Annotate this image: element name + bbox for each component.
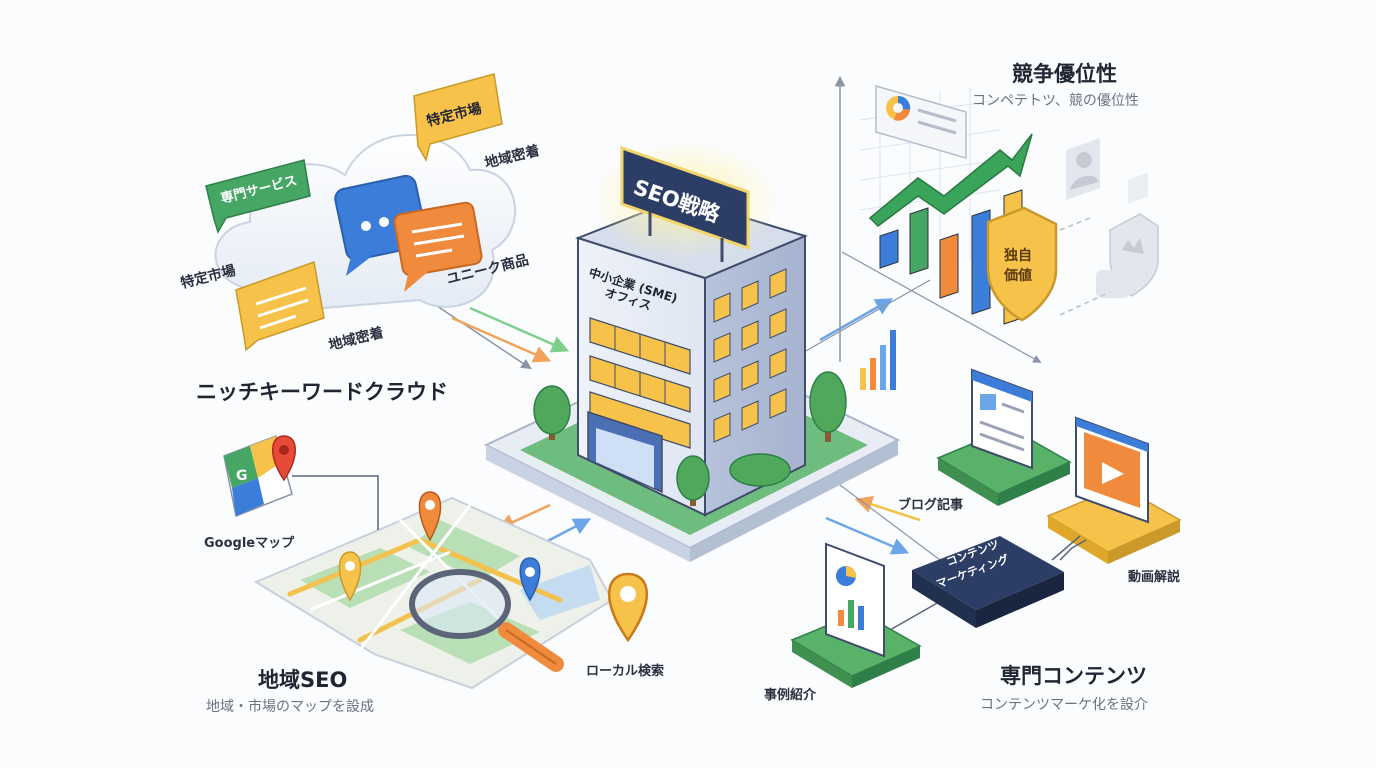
magnifier-icon: [409, 569, 564, 672]
tag-bubble-orange: [393, 201, 483, 292]
google-maps-label: Googleマップ: [204, 536, 295, 551]
connection-arrows: [427, 217, 1111, 561]
video-icon: [1075, 416, 1149, 524]
local-seo-map: G: [223, 435, 648, 690]
competitive-title: 競争優位性: [1012, 62, 1117, 86]
blog-article-icon: [971, 368, 1033, 470]
keyword-cloud: 専門サービス 特定市場 地域密着 特定市場 ユニーク: [179, 73, 541, 354]
content-marketing-hub: コンテンツ マーケティング: [912, 536, 1064, 628]
google-maps-icon: G: [223, 435, 296, 518]
tag-text-4: 特定市場: [179, 262, 237, 292]
trees: [533, 371, 847, 506]
local-seo-subtitle: 地域・市場のマップを設成: [206, 699, 374, 715]
blog-label: ブログ記事: [898, 498, 964, 513]
competitive-subtitle: コンペテトツ、競の優位性: [972, 93, 1139, 109]
local-seo-title: 地域SEO: [258, 668, 348, 692]
tag-text-6: 地域密着: [327, 324, 385, 354]
map-pins: [338, 491, 648, 643]
content-title: 専門コンテンツ: [1000, 664, 1147, 688]
shield-text-line2: 価値: [1003, 267, 1032, 284]
video-label: 動画解説: [1128, 570, 1181, 585]
svg-text:G: G: [236, 468, 248, 484]
competitive-chart: 独自 価値: [834, 75, 1159, 390]
tag-text-3: 地域密着: [483, 142, 541, 172]
tag-bubble-green: 専門サービス: [205, 159, 311, 234]
case-study-label: 事例紹介: [764, 688, 817, 703]
sme-building: SEO戦略 中小企業 (SME) オフィス: [483, 140, 901, 562]
competitor-icons: [1066, 138, 1159, 298]
case-study-report-icon: [825, 542, 885, 658]
shield-text-line1: 独自: [1004, 247, 1032, 264]
keyword-cloud-title: ニッチキーワードクラウド: [196, 380, 448, 404]
mini-bar-icon: [860, 330, 896, 390]
tag-bubble-yellow-top: 特定市場: [413, 73, 503, 162]
tag-bubble-yellow-bottom: [235, 260, 325, 352]
local-search-label: ローカル検索: [586, 664, 665, 679]
content-subtitle: コンテンツマーケ化を設介: [980, 697, 1148, 713]
